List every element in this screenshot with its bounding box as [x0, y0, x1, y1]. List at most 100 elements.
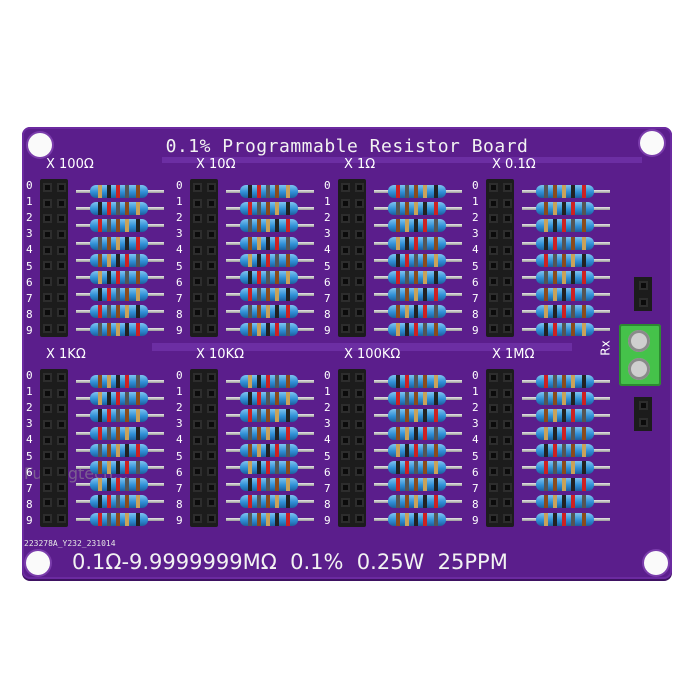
jumper-pin-row[interactable]	[486, 259, 514, 272]
jumper-pin-row[interactable]	[190, 291, 218, 304]
jumper-pin-row[interactable]	[190, 481, 218, 494]
jumper-pin-row[interactable]	[486, 306, 514, 319]
header-pin	[56, 435, 66, 445]
jumper-pin-row[interactable]	[338, 418, 366, 431]
jumper-pin-row[interactable]	[338, 212, 366, 225]
jumper-header[interactable]	[486, 179, 514, 337]
jumper-pin-row[interactable]	[486, 181, 514, 194]
jumper-pin-row[interactable]	[486, 212, 514, 225]
jumper-header[interactable]	[338, 179, 366, 337]
jumper-pin-row[interactable]	[486, 275, 514, 288]
jumper-pin-row[interactable]	[486, 371, 514, 384]
header-pin	[354, 198, 364, 208]
jumper-pin-row[interactable]	[190, 181, 218, 194]
jumper-pin-row[interactable]	[486, 481, 514, 494]
jumper-pin-row[interactable]	[190, 512, 218, 525]
jumper-pin-row[interactable]	[486, 322, 514, 335]
jumper-pin-row[interactable]	[338, 181, 366, 194]
jumper-pin-row[interactable]	[338, 496, 366, 509]
pin-number: 5	[472, 449, 479, 463]
jumper-pin-row[interactable]	[190, 418, 218, 431]
resistor	[522, 512, 610, 526]
jumper-header[interactable]	[190, 179, 218, 337]
jumper-pin-row[interactable]	[190, 496, 218, 509]
jumper-pin-row[interactable]	[40, 387, 68, 400]
pin-number: 5	[176, 449, 183, 463]
jumper-pin-row[interactable]	[40, 306, 68, 319]
jumper-pin-row[interactable]	[486, 434, 514, 447]
header-pin	[42, 245, 52, 255]
header-pin	[56, 498, 66, 508]
jumper-pin-row[interactable]	[190, 322, 218, 335]
jumper-pin-row[interactable]	[338, 371, 366, 384]
jumper-pin-row[interactable]	[338, 322, 366, 335]
jumper-pin-row[interactable]	[190, 387, 218, 400]
jumper-header[interactable]	[40, 369, 68, 527]
jumper-pin-row[interactable]	[486, 387, 514, 400]
jumper-pin-row[interactable]	[190, 449, 218, 462]
jumper-pin-row[interactable]	[338, 259, 366, 272]
jumper-pin-row[interactable]	[486, 418, 514, 431]
jumper-pin-row[interactable]	[486, 228, 514, 241]
jumper-pin-row[interactable]	[486, 291, 514, 304]
jumper-pin-row[interactable]	[338, 275, 366, 288]
jumper-pin-row[interactable]	[40, 434, 68, 447]
jumper-pin-row[interactable]	[40, 244, 68, 257]
jumper-pin-row[interactable]	[190, 402, 218, 415]
jumper-pin-row[interactable]	[40, 449, 68, 462]
jumper-pin-row[interactable]	[40, 228, 68, 241]
jumper-pin-row[interactable]	[40, 181, 68, 194]
jumper-pin-row[interactable]	[40, 465, 68, 478]
jumper-pin-row[interactable]	[190, 371, 218, 384]
jumper-pin-row[interactable]	[338, 291, 366, 304]
jumper-pin-row[interactable]	[40, 291, 68, 304]
jumper-pin-row[interactable]	[190, 212, 218, 225]
jumper-header[interactable]	[190, 369, 218, 527]
jumper-pin-row[interactable]	[338, 197, 366, 210]
jumper-pin-row[interactable]	[338, 512, 366, 525]
jumper-pin-row[interactable]	[338, 434, 366, 447]
jumper-pin-row[interactable]	[190, 275, 218, 288]
jumper-pin-row[interactable]	[40, 275, 68, 288]
jumper-pin-row[interactable]	[190, 306, 218, 319]
jumper-pin-row[interactable]	[486, 512, 514, 525]
header-pin	[488, 261, 498, 271]
jumper-pin-row[interactable]	[338, 387, 366, 400]
jumper-pin-row[interactable]	[338, 244, 366, 257]
jumper-pin-row[interactable]	[190, 228, 218, 241]
jumper-header[interactable]	[338, 369, 366, 527]
jumper-pin-row[interactable]	[338, 306, 366, 319]
jumper-pin-row[interactable]	[40, 259, 68, 272]
jumper-pin-row[interactable]	[190, 465, 218, 478]
jumper-pin-row[interactable]	[40, 197, 68, 210]
jumper-pin-row[interactable]	[40, 512, 68, 525]
jumper-pin-row[interactable]	[338, 228, 366, 241]
jumper-pin-row[interactable]	[40, 481, 68, 494]
jumper-header[interactable]	[40, 179, 68, 337]
jumper-pin-row[interactable]	[486, 244, 514, 257]
group-label: X 1MΩ	[492, 347, 535, 362]
jumper-pin-row[interactable]	[40, 371, 68, 384]
jumper-pin-row[interactable]	[486, 496, 514, 509]
jumper-header[interactable]	[486, 369, 514, 527]
jumper-pin-row[interactable]	[190, 434, 218, 447]
jumper-pin-row[interactable]	[190, 197, 218, 210]
jumper-pin-row[interactable]	[486, 402, 514, 415]
jumper-pin-row[interactable]	[40, 322, 68, 335]
header-pin	[354, 388, 364, 398]
jumper-pin-row[interactable]	[338, 402, 366, 415]
header-pin	[56, 292, 66, 302]
jumper-pin-row[interactable]	[486, 449, 514, 462]
jumper-pin-row[interactable]	[486, 197, 514, 210]
jumper-pin-row[interactable]	[190, 259, 218, 272]
jumper-pin-row[interactable]	[40, 496, 68, 509]
jumper-pin-row[interactable]	[40, 402, 68, 415]
header-pin	[192, 498, 202, 508]
jumper-pin-row[interactable]	[40, 212, 68, 225]
jumper-pin-row[interactable]	[338, 481, 366, 494]
jumper-pin-row[interactable]	[40, 418, 68, 431]
jumper-pin-row[interactable]	[338, 449, 366, 462]
jumper-pin-row[interactable]	[190, 244, 218, 257]
jumper-pin-row[interactable]	[338, 465, 366, 478]
jumper-pin-row[interactable]	[486, 465, 514, 478]
